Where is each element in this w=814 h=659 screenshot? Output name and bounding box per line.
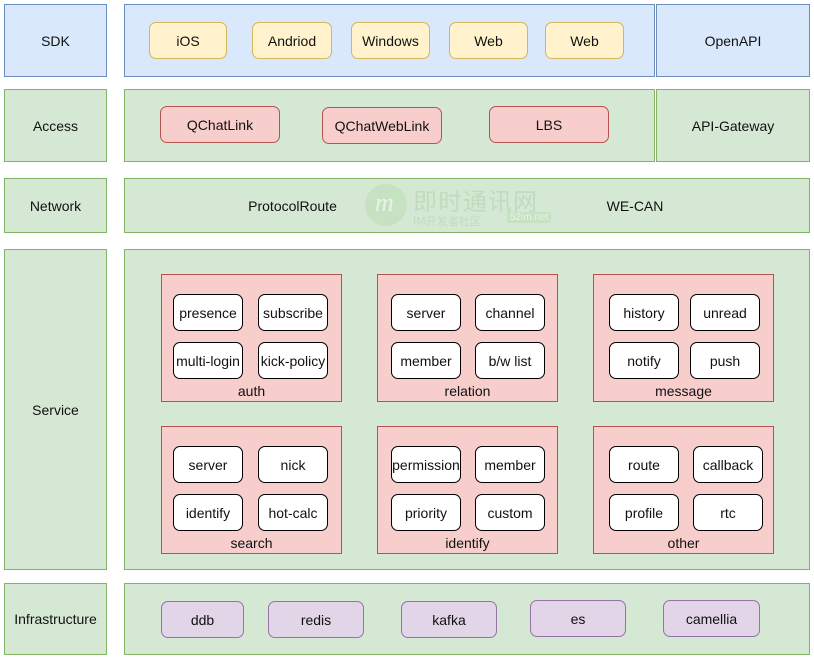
infra-item-redis: redis xyxy=(268,601,364,638)
access-item-qchatweblink: QChatWebLink xyxy=(322,107,442,144)
network-item-we-can: WE-CAN xyxy=(606,198,664,214)
layer-label-access: Access xyxy=(4,89,107,162)
service-group-title-search: search xyxy=(230,535,273,551)
access-item-qchatlink: QChatLink xyxy=(160,106,280,143)
service-group-auth: presence subscribe multi-login kick-poli… xyxy=(161,274,342,402)
service-cell-presence: presence xyxy=(173,294,243,331)
infra-item-ddb: ddb xyxy=(161,601,244,638)
service-group-title-other: other xyxy=(667,535,700,551)
service-cell-member: member xyxy=(391,342,461,379)
service-cell-permission: permission xyxy=(391,446,461,483)
network-container xyxy=(124,178,810,233)
sdk-item-web-2: Web xyxy=(545,22,624,59)
sdk-item-android: Andriod xyxy=(252,22,332,59)
service-cell-profile: profile xyxy=(609,494,679,531)
service-cell-route: route xyxy=(609,446,679,483)
service-cell-member: member xyxy=(475,446,545,483)
service-cell-identify: identify xyxy=(173,494,243,531)
service-cell-bw-list: b/w list xyxy=(475,342,545,379)
service-cell-notify: notify xyxy=(609,342,679,379)
service-cell-rtc: rtc xyxy=(693,494,763,531)
infra-item-camellia: camellia xyxy=(663,600,760,637)
service-group-message: history unread notify push message xyxy=(593,274,774,402)
layer-label-sdk: SDK xyxy=(4,4,107,77)
service-cell-kick-policy: kick-policy xyxy=(258,342,328,379)
service-group-relation: server channel member b/w list relation xyxy=(377,274,558,402)
service-group-search: server nick identify hot-calc search xyxy=(161,426,342,554)
service-cell-priority: priority xyxy=(391,494,461,531)
service-cell-subscribe: subscribe xyxy=(258,294,328,331)
network-item-protocolroute: ProtocolRoute xyxy=(248,198,337,214)
service-group-identify: permission member priority custom identi… xyxy=(377,426,558,554)
infra-item-kafka: kafka xyxy=(401,601,497,638)
service-cell-custom: custom xyxy=(475,494,545,531)
sdk-item-ios: iOS xyxy=(149,22,227,59)
service-cell-server: server xyxy=(391,294,461,331)
service-cell-history: history xyxy=(609,294,679,331)
service-cell-push: push xyxy=(690,342,760,379)
access-item-lbs: LBS xyxy=(489,106,609,143)
api-gateway-box: API-Gateway xyxy=(656,89,810,162)
service-cell-nick: nick xyxy=(258,446,328,483)
service-cell-channel: channel xyxy=(475,294,545,331)
service-group-other: route callback profile rtc other xyxy=(593,426,774,554)
service-cell-server: server xyxy=(173,446,243,483)
service-cell-hot-calc: hot-calc xyxy=(258,494,328,531)
service-cell-unread: unread xyxy=(690,294,760,331)
service-group-title-identify: identify xyxy=(445,535,490,551)
layer-label-network: Network xyxy=(4,178,107,233)
layer-label-infrastructure: Infrastructure xyxy=(4,583,107,655)
sdk-item-windows: Windows xyxy=(351,22,430,59)
service-cell-multi-login: multi-login xyxy=(173,342,243,379)
service-group-title-message: message xyxy=(655,383,712,399)
openapi-box: OpenAPI xyxy=(656,4,810,77)
service-cell-callback: callback xyxy=(693,446,763,483)
layer-label-service: Service xyxy=(4,249,107,570)
service-group-title-auth: auth xyxy=(237,383,266,399)
infra-item-es: es xyxy=(530,600,626,637)
service-group-title-relation: relation xyxy=(444,383,491,399)
sdk-item-web-1: Web xyxy=(449,22,528,59)
